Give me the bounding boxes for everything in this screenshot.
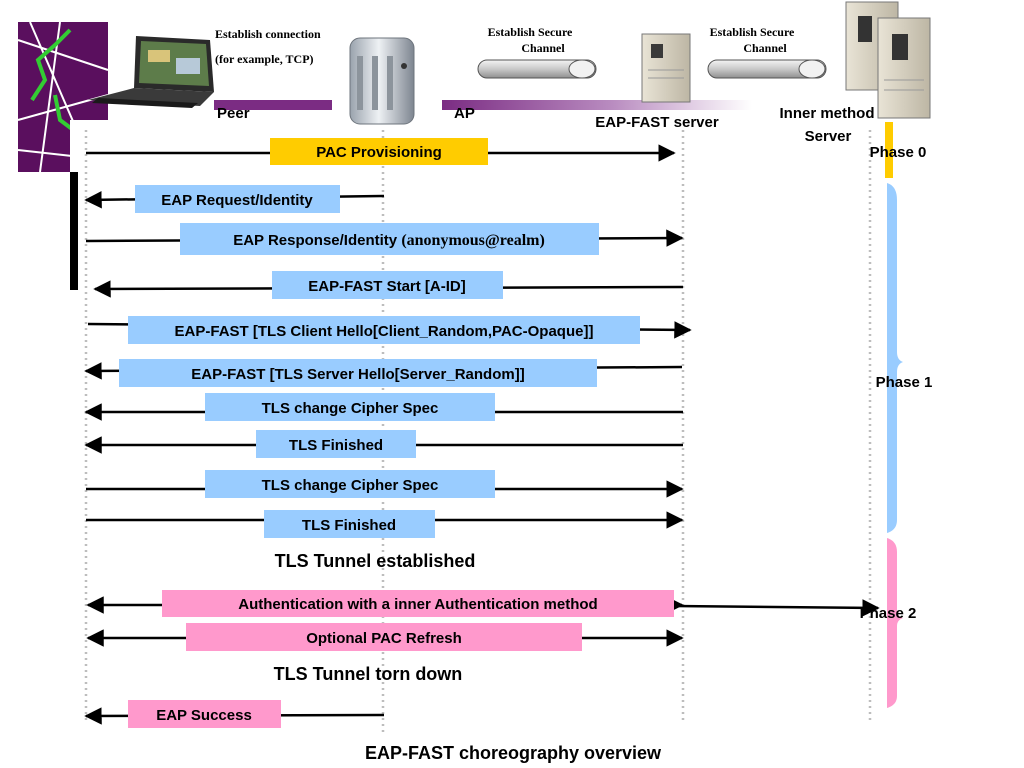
diagram-caption: EAP-FAST choreography overview [365, 743, 662, 763]
message-2: EAP Response/Identity (anonymous@realm) [180, 223, 599, 255]
message-4: EAP-FAST [TLS Client Hello[Client_Random… [128, 316, 640, 344]
secure-channel-2-label: Establish Secure [710, 25, 795, 39]
message-label: EAP-FAST [TLS Client Hello[Client_Random… [175, 323, 594, 340]
inner-method-label: Inner method [779, 105, 874, 122]
peer-ap-link-band [214, 100, 332, 110]
message-label: EAP Response/Identity (anonymous@realm) [233, 232, 545, 249]
message-6: TLS change Cipher Spec [205, 393, 495, 421]
phase-0-label: Phase 0 [870, 144, 927, 161]
ap-server-link-band [442, 100, 752, 110]
message-3: EAP-FAST Start [A-ID] [272, 271, 503, 299]
message-box [186, 623, 582, 651]
message-label: TLS change Cipher Spec [262, 477, 439, 494]
message-box [256, 430, 416, 458]
message-box [264, 510, 435, 538]
message-10: Authentication with a inner Authenticati… [162, 590, 674, 617]
message-label: EAP Success [156, 707, 252, 724]
message-5: EAP-FAST [TLS Server Hello[Server_Random… [119, 359, 597, 387]
phase-2-label: Phase 2 [860, 605, 917, 622]
message-label: EAP Request/Identity [161, 192, 313, 209]
server-tower-icon [641, 33, 691, 103]
peer-label: Peer [217, 105, 250, 122]
phase-0-bar [885, 122, 893, 178]
message-label: PAC Provisioning [316, 144, 442, 161]
message-box [135, 185, 340, 213]
laptop-icon [88, 36, 214, 108]
secure-channel-pipe-1 [477, 59, 597, 79]
arrow-inner-auth-to-inner-server [673, 599, 880, 617]
establish-connection-text: Establish connection [215, 27, 321, 41]
message-label: TLS change Cipher Spec [262, 400, 439, 417]
message-0: PAC Provisioning [270, 138, 488, 165]
phase-2-bar [887, 538, 903, 708]
message-1: EAP Request/Identity [135, 185, 340, 213]
message-label: Optional PAC Refresh [306, 630, 462, 647]
message-12: EAP Success [128, 700, 281, 728]
phase-0-brace [885, 122, 893, 178]
message-box [205, 393, 495, 421]
message-8: TLS change Cipher Spec [205, 470, 495, 498]
message-label: EAP-FAST Start [A-ID] [308, 278, 466, 295]
ap-label: AP [454, 105, 475, 122]
inner-server-tower-icon [845, 1, 931, 119]
message-box [205, 470, 495, 498]
message-label: EAP-FAST [TLS Server Hello[Server_Random… [191, 366, 524, 383]
message-11: Optional PAC Refresh [186, 623, 582, 651]
secure-channel-1-label: Establish Secure [488, 25, 573, 39]
secure-channel-pipe-2 [707, 59, 827, 79]
access-point-icon [349, 37, 415, 125]
message-box [119, 359, 597, 387]
secure-channel-1-sublabel: Channel [521, 41, 565, 55]
street-map-icon [17, 21, 109, 290]
message-box [128, 316, 640, 344]
tunnel-torn-down-note: TLS Tunnel torn down [274, 664, 463, 684]
message-7: TLS Finished [256, 430, 416, 458]
message-box [272, 271, 503, 299]
message-label: TLS Finished [302, 517, 396, 534]
secure-channel-2-sublabel: Channel [743, 41, 787, 55]
phase-2-brace [887, 538, 903, 708]
establish-connection-example-text: (for example, TCP) [215, 52, 314, 66]
tunnel-established-note: TLS Tunnel established [275, 551, 476, 571]
inner-method-server-label: Server [805, 128, 852, 145]
message-label: Authentication with a inner Authenticati… [238, 596, 597, 613]
message-box [270, 138, 488, 165]
message-box [180, 223, 599, 255]
message-9: TLS Finished [264, 510, 435, 538]
eap-fast-server-label: EAP-FAST server [595, 114, 719, 131]
message-box [162, 590, 674, 617]
phase-1-label: Phase 1 [876, 374, 933, 391]
message-label: TLS Finished [289, 437, 383, 454]
phase-1-brace [887, 183, 903, 533]
message-box [128, 700, 281, 728]
phase-1-bar [887, 183, 903, 533]
